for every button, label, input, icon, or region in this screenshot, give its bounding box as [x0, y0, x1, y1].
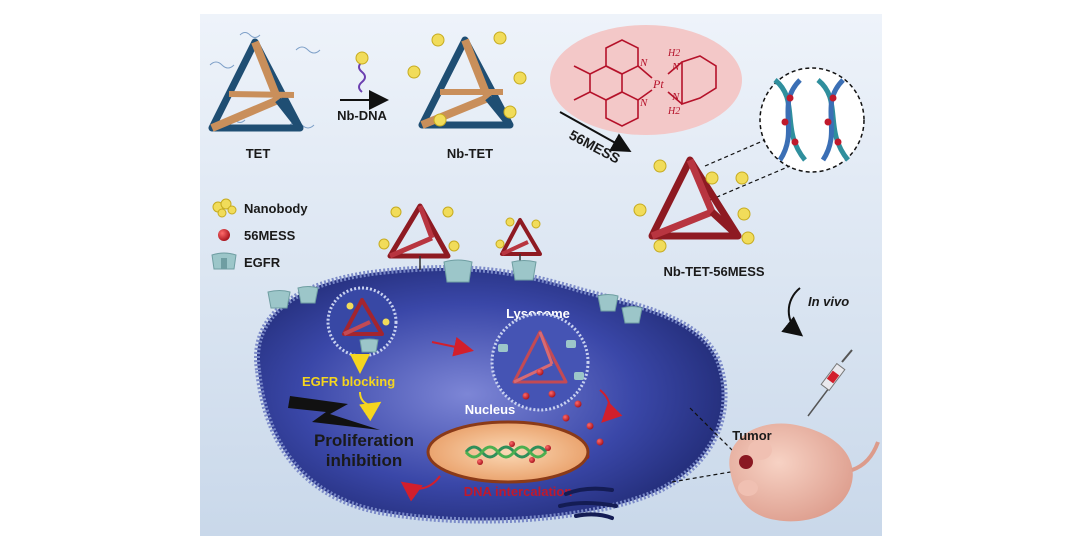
nucleus-dna-strand-icon: [464, 445, 548, 459]
legend-nanobody-label: Nanobody: [244, 201, 308, 216]
chem-n-top: N: [671, 61, 680, 73]
dna-double-helix-icon: [773, 78, 850, 162]
lightning-icon: [288, 396, 380, 430]
legend-egfr-label: EGFR: [244, 255, 281, 270]
tet-structure: [208, 32, 321, 132]
arrow-egfr-blocking-curve: [359, 391, 382, 422]
chem-pt: Pt: [652, 77, 664, 91]
arrow-to-lysosome: [431, 336, 474, 357]
nb-tet-structure: [407, 31, 527, 129]
tetrahedron-binding-2: [495, 217, 542, 268]
nucleus-drug-spheres: [477, 441, 551, 465]
chem-structure-bubble: [550, 25, 742, 135]
in-vivo-label: In vivo: [808, 294, 849, 309]
chem-n-left-bottom: N: [639, 97, 648, 109]
arrow-in-vivo: [781, 287, 804, 337]
tumor-label: Tumor: [732, 428, 771, 443]
nb-tet-label: Nb-TET: [447, 146, 493, 161]
vesicle-tetrahedron: [342, 298, 390, 336]
nanobody-icon: [212, 198, 237, 218]
egfr-blocking-label: EGFR blocking: [302, 374, 395, 389]
nb-dna-label: Nb-DNA: [337, 108, 387, 123]
zoom-line-top: [704, 139, 766, 167]
proliferation-label: Proliferation: [314, 431, 414, 450]
chem-n-left-top: N: [639, 57, 648, 69]
56mess-molecule-icon: [573, 39, 717, 127]
tumor-mass: [739, 455, 753, 469]
tet-label: TET: [246, 146, 271, 161]
legend-56mess-label: 56MESS: [244, 228, 296, 243]
lysosome: [490, 312, 590, 412]
link-to-tumor-top: [689, 407, 743, 461]
nucleus: [426, 420, 590, 484]
lysosome-receptors: [498, 340, 584, 380]
receptor-icon: [211, 252, 237, 270]
arrow-56mess: [559, 111, 632, 152]
lysosome-tetrahedron: [512, 330, 568, 384]
endoplasmic-reticulum-icon: [558, 486, 618, 520]
inhibition-label: inhibition: [326, 451, 402, 470]
zoom-line-bottom: [709, 165, 791, 201]
syringe-icon: [807, 349, 853, 417]
chem-h2-top: H2: [667, 48, 680, 59]
egfr-receptors: [267, 259, 643, 324]
chem-h2-bottom: H2: [667, 106, 680, 117]
nb-dna-strand-icon: [355, 51, 369, 93]
tetrahedron-binding-1: [378, 203, 460, 270]
dna-intercalation-label: DNA intercalation: [464, 484, 573, 499]
chem-n-bottom: N: [671, 91, 680, 103]
nb-tet-56mess-label: Nb-TET-56MESS: [663, 264, 764, 279]
nb-tet-56mess-structure: [633, 156, 755, 253]
red-sphere-icon: [218, 229, 230, 241]
mouse-illustration: [729, 423, 880, 522]
nucleus-label: Nucleus: [465, 402, 516, 417]
lysosome-drug-spheres: [522, 368, 556, 400]
arrow-to-proliferation: [400, 475, 441, 502]
arrow-lysosome-release: [599, 389, 623, 423]
legend: Nanobody 56MESS EGFR: [211, 198, 308, 270]
